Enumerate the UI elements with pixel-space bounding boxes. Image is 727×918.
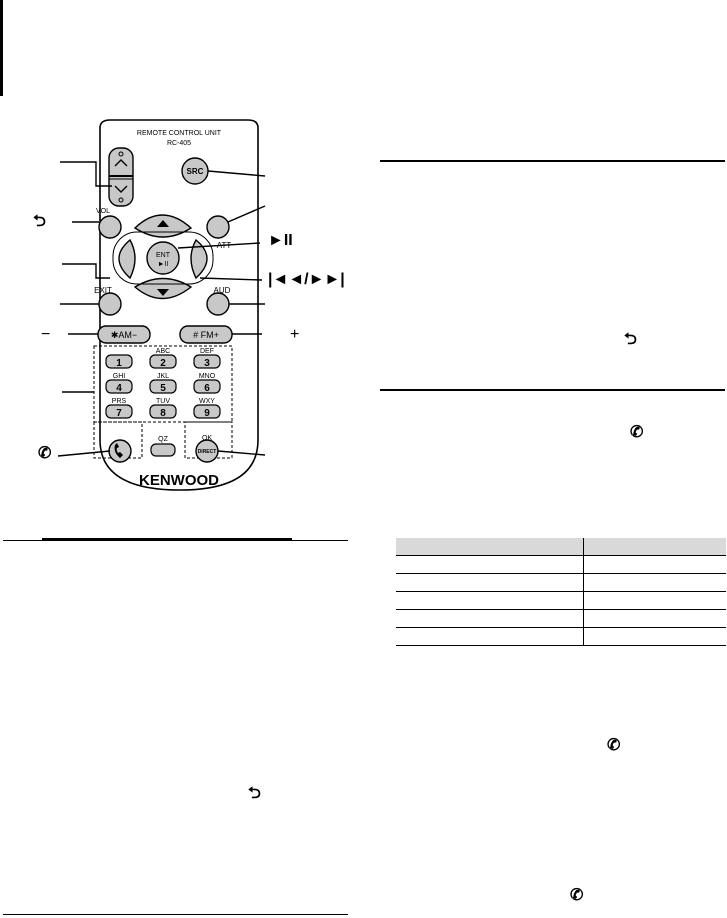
minus-callout: − [41,326,51,343]
number-key-letters: GHI [113,373,126,380]
remote-model: RC-405 [167,140,191,147]
direct-key-label: DIRECT [198,449,217,455]
vol-key-label: VOL [96,208,110,215]
aud-key-label: AUD [214,286,231,295]
remote-body [99,119,259,491]
number-key-digit: 3 [204,358,210,369]
phone-icon-inline-1: ✆ [630,424,644,441]
table-row [396,573,726,592]
number-key-4: 4 GHI [105,373,133,394]
number-key-8: 8 TUV [149,398,177,419]
table-row [396,609,726,628]
return-icon: ⮌ [33,213,46,230]
return-key [98,215,122,239]
exit-key-label: EXIT [94,286,112,295]
zero-key [150,443,176,457]
number-key-letters: JKL [157,373,169,380]
table-row [396,627,726,646]
dpad-down [133,277,193,300]
am-key-label: ✱AM− [111,330,137,340]
number-key-letters: MNO [199,373,216,380]
table-row [396,555,726,574]
function-table [396,538,726,646]
qz-key-label: QZ [158,436,168,443]
number-key-5: 5 JKL [149,373,177,394]
play-pause-callout: ►II [268,232,293,249]
ok-key-label: OK [202,435,212,442]
return-icon-inline: ⮌ [248,785,261,802]
right-section-rule-1 [380,160,725,162]
number-key-digit: 2 [160,358,166,369]
remote-control-illustration: 12ABC3DEF4GHI5JKL6MNO7PRS8TUV9WXY0 REMOT… [57,119,266,491]
number-key-digit: 7 [116,408,122,419]
plus-callout: + [290,326,300,343]
table-row [396,591,726,610]
number-key-digit: 6 [204,383,210,394]
exit-key [98,292,122,316]
src-key-label: SRC [187,167,204,176]
number-key-1: 1 [105,354,133,369]
right-section-rule-2 [380,389,725,391]
number-key-digit: 1 [116,358,122,369]
dpad-right [190,238,208,280]
phone-icon: ✆ [38,445,52,462]
number-key-9: 9 WXY [193,398,221,419]
enter-key-label-bottom: ►II [158,261,169,268]
aud-key [206,292,230,316]
fm-key-label: # FM+ [193,330,219,340]
brand-logo-text: KENWOOD [139,472,219,489]
track-callout: |◄◄/►►| [268,271,345,288]
att-key-label: ATT [217,241,232,250]
phone-key [108,439,132,463]
number-key-digit: 8 [160,408,166,419]
enter-key [146,241,180,275]
phone-icon-inline-3: ✆ [570,887,584,904]
return-icon-inline-right: ⮌ [624,331,637,348]
number-key-6: 6 MNO [193,373,221,394]
phone-icon-inline-2: ✆ [607,737,621,754]
left-section-rule-bottom [3,914,348,915]
number-key-digit: 5 [160,383,166,394]
number-key-digit: 9 [204,408,210,419]
number-key-letters: WXY [199,398,215,405]
number-key-3: 3 DEF [193,348,221,369]
left-section-rule-top-bold [42,538,292,541]
table-header-row [396,538,726,556]
number-key-7: 7 PRS [105,398,133,419]
number-key-letters: PRS [112,398,127,405]
number-key-letters: TUV [156,398,170,405]
number-key-letters: DEF [200,348,214,355]
number-key-2: 2 ABC [149,348,177,369]
remote-unit-title: REMOTE CONTROL UNIT [137,130,222,137]
number-key-digit: 4 [116,383,122,394]
page-edge-marker [0,0,3,96]
enter-key-label-top: ENT [156,252,171,259]
number-key-letters: ABC [156,348,170,355]
dpad-left [118,238,136,280]
att-key [206,215,230,239]
